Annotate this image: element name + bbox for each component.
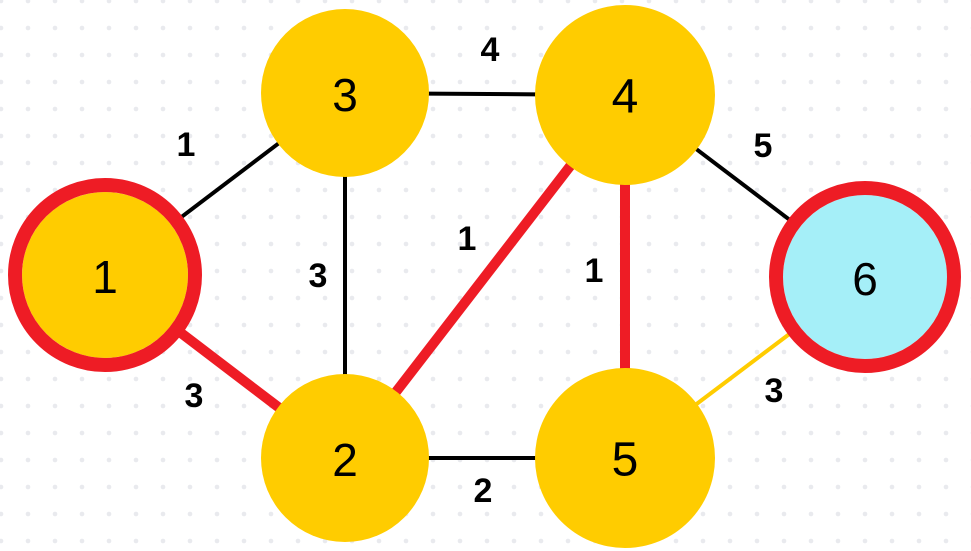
node-body-2[interactable] xyxy=(261,374,429,542)
graph-node-3[interactable]: 3 xyxy=(261,9,429,177)
graph-edge-5-6[interactable] xyxy=(694,327,797,407)
node-label-2: 2 xyxy=(332,434,358,486)
graph-node-2[interactable]: 2 xyxy=(261,374,429,542)
edge-weight-label-2-5: 2 xyxy=(474,472,493,510)
edge-labels-layer: 1 4 3 3 1 1 5 2 3 xyxy=(177,31,784,510)
node-label-5: 5 xyxy=(612,434,639,487)
node-body-1[interactable] xyxy=(22,192,188,358)
edge-weight-label-3-4: 4 xyxy=(481,31,500,69)
node-highlight-ring-6 xyxy=(769,181,961,373)
node-body-3[interactable] xyxy=(261,9,429,177)
node-body-4[interactable] xyxy=(535,5,715,185)
edge-weight-label-1-2: 3 xyxy=(185,377,204,415)
edge-weight-label-4-5: 1 xyxy=(585,252,604,290)
node-label-6: 6 xyxy=(852,253,878,305)
node-highlight-ring-1 xyxy=(8,178,202,372)
graph-node-6[interactable]: 6 xyxy=(769,181,961,373)
node-label-4: 4 xyxy=(612,71,639,124)
edge-weight-label-3-2: 3 xyxy=(309,257,328,295)
edge-weight-label-5-6: 3 xyxy=(765,372,784,410)
graph-node-4[interactable]: 4 xyxy=(535,5,715,185)
node-body-6[interactable] xyxy=(783,195,947,359)
graph-edge-4-6[interactable] xyxy=(693,146,797,227)
graph-node-1[interactable]: 1 xyxy=(8,178,202,372)
graph-edge-2-4[interactable] xyxy=(391,161,576,397)
node-label-1: 1 xyxy=(92,251,118,303)
graph-edge-1-3[interactable] xyxy=(173,140,281,224)
graph-edge-1-2[interactable] xyxy=(171,324,283,413)
node-label-3: 3 xyxy=(332,69,358,121)
edge-weight-label-2-4: 1 xyxy=(458,220,477,258)
graph-edge-3-4[interactable] xyxy=(426,91,538,97)
node-body-5[interactable] xyxy=(535,368,715,548)
edge-weight-label-4-6: 5 xyxy=(754,127,773,165)
edge-weight-label-1-3: 1 xyxy=(177,126,196,164)
nodes-layer: 1 2 3 4 5 6 xyxy=(8,5,961,548)
graph-node-5[interactable]: 5 xyxy=(535,368,715,548)
edges-layer xyxy=(171,91,797,460)
